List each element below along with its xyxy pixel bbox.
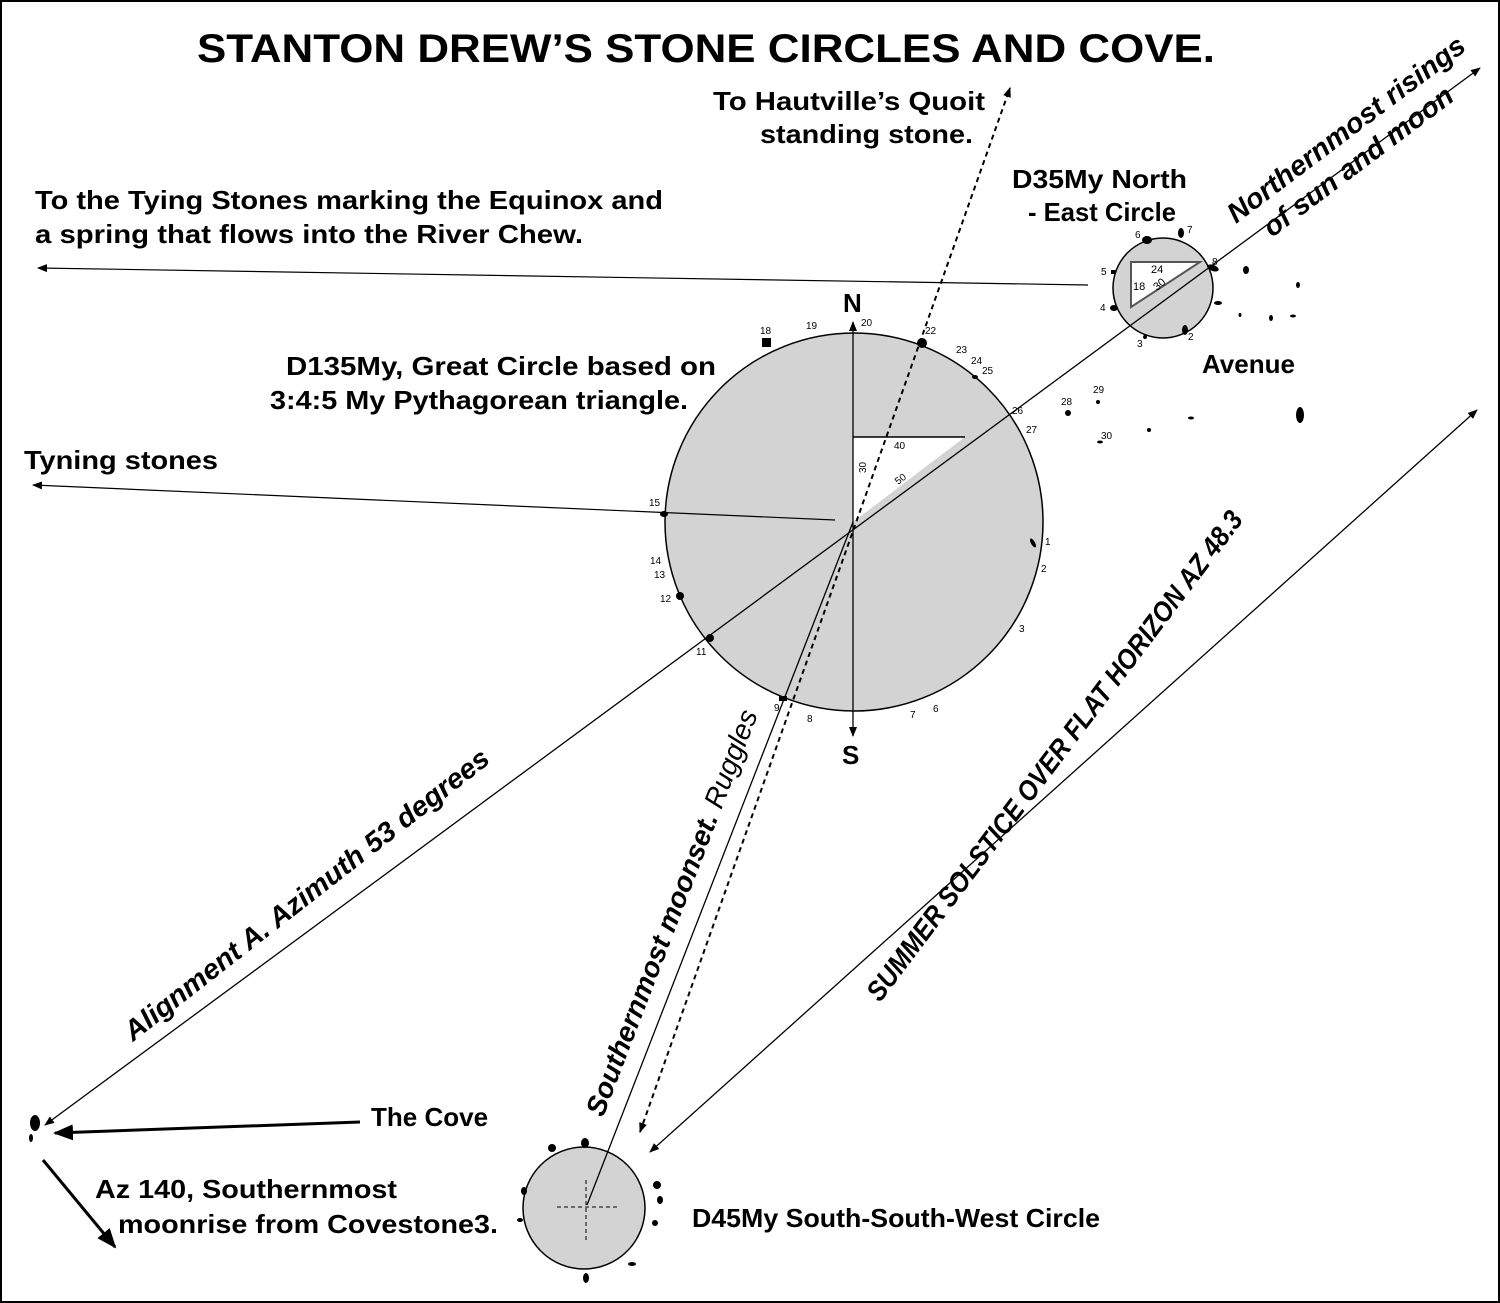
stone — [917, 338, 927, 348]
stone-number: 24 — [971, 356, 983, 367]
tyning-stones-label: Tyning stones — [24, 445, 218, 475]
stone — [660, 511, 668, 517]
stone-number: 5 — [1101, 267, 1107, 278]
great-circle — [664, 332, 1044, 712]
stone — [706, 634, 714, 642]
stone-number: 27 — [1026, 425, 1038, 436]
stone-number: 7 — [910, 710, 916, 721]
stone-number: 20 — [861, 318, 873, 329]
avenue-label: Avenue — [1202, 349, 1295, 379]
north-label: N — [843, 288, 862, 318]
triangle-label-40: 40 — [894, 441, 906, 452]
stone-number: 2 — [1188, 332, 1194, 343]
stone-number: 4 — [1100, 303, 1106, 314]
stone — [1097, 440, 1103, 444]
ne-triangle-label-24: 24 — [1151, 264, 1163, 276]
summer-solstice-line — [649, 409, 1478, 1153]
ssw-circle-label: D45My South-South-West Circle — [692, 1203, 1100, 1233]
az140-arrow — [41, 1159, 117, 1249]
hautville-label-line1: To Hautville’s Quoit — [713, 86, 985, 116]
stone — [1214, 301, 1222, 305]
stone-number: 8 — [1212, 257, 1218, 268]
stone — [1147, 428, 1151, 432]
hautville-label-line2: standing stone. — [760, 119, 973, 149]
stone — [1188, 416, 1194, 420]
stone — [1182, 325, 1188, 335]
stone-number: 6 — [1135, 230, 1141, 241]
stone-number: 3 — [1019, 624, 1025, 635]
stone — [628, 1262, 636, 1266]
stone — [652, 1220, 658, 1226]
stone — [762, 338, 771, 347]
stone-number: 15 — [649, 498, 661, 509]
stone-number: 23 — [956, 345, 968, 356]
south-label: S — [842, 740, 859, 770]
triangle-label-30: 30 — [858, 461, 869, 473]
stone — [1243, 266, 1249, 274]
great-circle-label-line2: 3:4:5 My Pythagorean triangle. — [270, 385, 688, 415]
ne-triangle-label-18: 18 — [1133, 281, 1145, 293]
stone — [548, 1144, 556, 1152]
stone — [1178, 228, 1184, 238]
stone-number: 9 — [774, 703, 780, 714]
stone — [1143, 335, 1147, 339]
stone — [1110, 305, 1118, 311]
stone — [1029, 538, 1037, 548]
stone — [521, 1187, 527, 1195]
stone-number: 22 — [925, 326, 937, 337]
stone-number: 18 — [760, 326, 772, 337]
stone — [1111, 270, 1116, 274]
stone — [1269, 315, 1273, 321]
az140-label-line2: moonrise from Covestone3. — [118, 1209, 498, 1239]
stone-number: 7 — [1187, 225, 1193, 236]
stone — [972, 375, 978, 379]
stone-number: 12 — [660, 594, 672, 605]
stone — [1238, 313, 1242, 317]
stone-number: 19 — [806, 321, 818, 332]
stone-number: 25 — [982, 366, 994, 377]
cove-arrow — [53, 1120, 361, 1141]
cove-label: The Cove — [371, 1102, 488, 1132]
south-south-west-circle — [522, 1146, 646, 1270]
stone-number: 29 — [1093, 385, 1105, 396]
stone — [1065, 410, 1071, 416]
stone-number: 8 — [807, 714, 813, 725]
stone-number: 1 — [1045, 537, 1051, 548]
stone-number: 3 — [1137, 339, 1143, 350]
ne-circle-stone-numbers: 2 3 4 5 6 7 8 — [1100, 225, 1218, 350]
stone — [517, 1218, 523, 1222]
ne-circle-label-line1: D35My North — [1012, 164, 1187, 194]
stone-number: 2 — [1041, 564, 1047, 575]
stone — [581, 1138, 589, 1148]
stone — [1096, 400, 1100, 404]
great-circle-label-line1: D135My, Great Circle based on — [286, 351, 716, 381]
cove-stone — [30, 1115, 40, 1131]
stone — [1142, 236, 1152, 244]
stone — [779, 696, 787, 701]
stone — [676, 592, 684, 600]
tying-stones-label-line1: To the Tying Stones marking the Equinox … — [35, 185, 663, 215]
tying-stones-label-line2: a spring that flows into the River Chew. — [35, 219, 583, 249]
stone — [1296, 282, 1300, 288]
stones — [29, 228, 1304, 1283]
stone-number: 6 — [933, 704, 939, 715]
stone-number: 28 — [1061, 397, 1073, 408]
stone — [1207, 264, 1219, 272]
stone-number: 30 — [1101, 431, 1113, 442]
stone-number: 14 — [650, 556, 662, 567]
az140-label-line1: Az 140, Southernmost — [95, 1174, 397, 1204]
stone — [653, 1181, 661, 1189]
diagram-title: STANTON DREW’S STONE CIRCLES AND COVE. — [197, 27, 1215, 71]
ne-circle-label-line2: - East Circle — [1028, 197, 1176, 227]
stone-number: 13 — [654, 570, 666, 581]
stone — [657, 1196, 663, 1204]
stone-number: 26 — [1012, 406, 1024, 417]
cove-stone — [29, 1134, 33, 1142]
great-circle-stone-numbers: 1 2 3 6 7 8 9 11 12 13 14 15 18 19 20 22… — [649, 318, 1113, 725]
stone — [1296, 407, 1304, 423]
stone-number: 11 — [696, 647, 707, 658]
stone — [1290, 314, 1296, 318]
stone — [583, 1273, 589, 1283]
